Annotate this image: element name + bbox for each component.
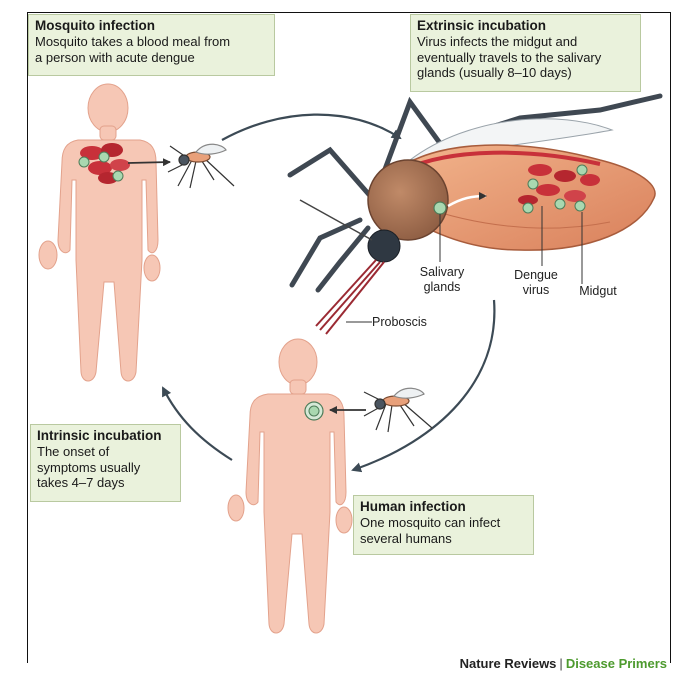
infected-blood-cells-1 [78, 143, 130, 184]
arrow-to-intrinsic [162, 386, 233, 461]
arrow-to-human-infection [351, 299, 496, 473]
figure-frame [27, 12, 671, 663]
mosquito-infection-line1: Mosquito takes a blood meal from [35, 34, 231, 49]
extrinsic-incubation-line3: glands (usually 8–10 days) [417, 65, 572, 80]
credit-separator: | [559, 656, 563, 671]
human-infection-line1: One mosquito can infect [360, 515, 501, 530]
credit-series: Disease Primers [565, 656, 667, 671]
small-mosquito-2 [363, 387, 433, 433]
dengue-virus-label: Dengue virus [514, 268, 558, 297]
cycle-arrows [162, 113, 496, 473]
extrinsic-incubation-title: Extrinsic incubation [417, 18, 547, 33]
extrinsic-incubation-line1: Virus infects the midgut and [417, 34, 578, 49]
intrinsic-incubation-title: Intrinsic incubation [37, 428, 162, 443]
arrow-blood-meal [127, 158, 171, 167]
mosquito-infection-line2: a person with acute dengue [35, 49, 195, 65]
intrinsic-incubation-line2: symptoms usually [37, 459, 141, 475]
mosquito-infection-title: Mosquito infection [35, 18, 155, 33]
extrinsic-incubation-line2: eventually travels to the salivary [417, 49, 602, 65]
mosquito-infection-box: Mosquito infection Mosquito takes a bloo… [28, 14, 275, 76]
person-acute-dengue [38, 83, 161, 382]
intrinsic-incubation-box: Intrinsic incubation The onset of sympto… [30, 424, 181, 502]
infected-blood-cell-2 [304, 401, 324, 421]
small-mosquito-1 [167, 143, 235, 189]
large-mosquito [287, 93, 663, 335]
person-infected [227, 338, 353, 634]
proboscis-label: Proboscis [372, 315, 427, 329]
midgut-label: Midgut [579, 284, 617, 298]
credit-journal: Nature Reviews [459, 656, 557, 671]
credit-line: Nature Reviews|Disease Primers [460, 656, 667, 671]
human-infection-line2: several humans [360, 530, 452, 546]
extrinsic-incubation-box: Extrinsic incubation Virus infects the m… [410, 14, 641, 92]
human-infection-title: Human infection [360, 499, 466, 514]
intrinsic-incubation-line3: takes 4–7 days [37, 475, 125, 490]
intrinsic-incubation-line1: The onset of [37, 444, 110, 459]
arrow-to-extrinsic [221, 113, 402, 141]
salivary-glands-label: Salivary glands [419, 265, 465, 294]
human-infection-box: Human infection One mosquito can infect … [353, 495, 534, 555]
